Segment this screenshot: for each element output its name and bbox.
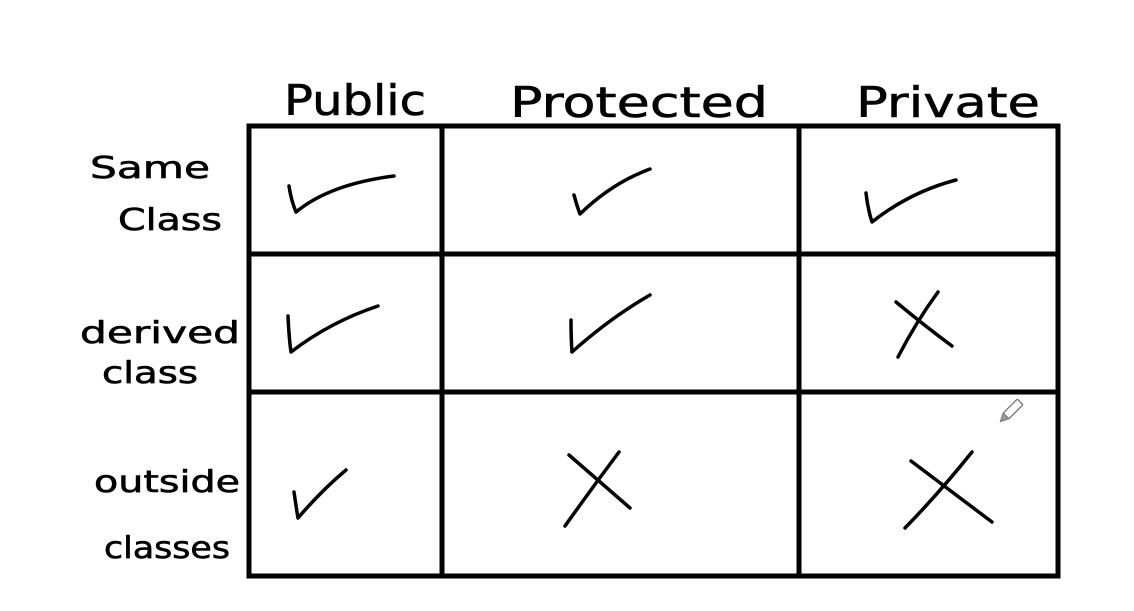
row-header-outside-line1: outside: [94, 465, 240, 500]
row-header-outside-line2: classes: [104, 531, 230, 566]
mark-derived-class-private: [894, 290, 954, 359]
mark-derived-class-protected: [569, 293, 652, 354]
mark-same-class-protected: [572, 167, 652, 216]
mark-same-class-public: [287, 174, 396, 214]
column-header-public: Public: [284, 76, 426, 125]
row-header-same-line2: Class: [118, 203, 222, 238]
column-header-private: Private: [856, 78, 1040, 127]
mark-derived-class-public: [286, 304, 380, 354]
mark-outside-classes-protected: [563, 450, 632, 528]
row-outside-classes: [292, 450, 994, 530]
mark-outside-classes-private: [903, 450, 994, 530]
row-derived-class: [286, 290, 954, 359]
row-same-class: [287, 167, 958, 224]
mark-same-class-private: [864, 178, 958, 224]
pencil-icon: [999, 398, 1024, 423]
mark-outside-classes-public: [292, 468, 348, 520]
table-grid: [246, 123, 1061, 579]
row-header-derived-line1: derived: [80, 316, 240, 351]
row-header-same-line1: Same: [90, 151, 210, 186]
row-header-derived-line2: class: [102, 356, 198, 391]
column-header-protected: Protected: [510, 78, 768, 127]
table-border: [246, 123, 1061, 579]
